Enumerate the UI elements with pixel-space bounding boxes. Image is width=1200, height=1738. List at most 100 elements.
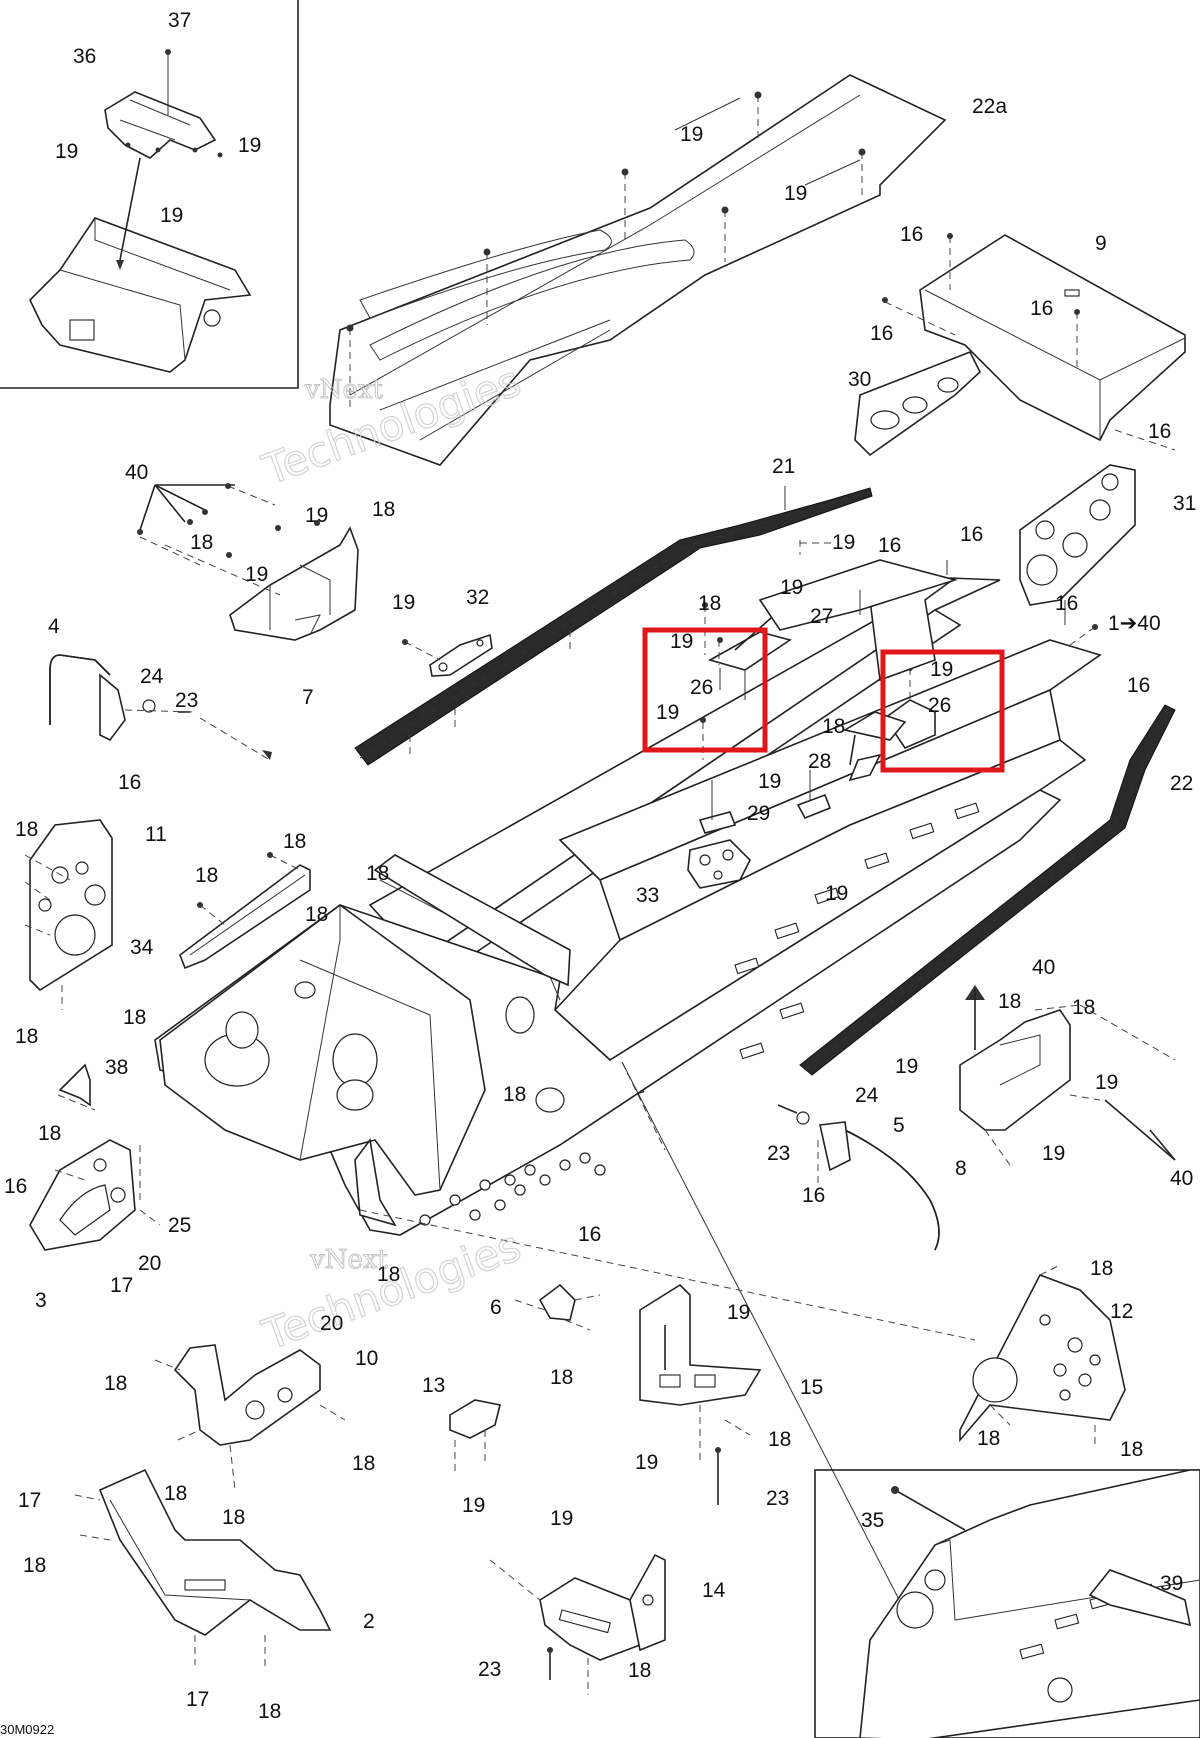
callout-16: 16 bbox=[1127, 674, 1150, 697]
callout-19: 19 bbox=[462, 1494, 485, 1517]
part-13 bbox=[449, 1399, 501, 1475]
callout-18: 18 bbox=[352, 1452, 375, 1475]
callout-19: 19 bbox=[238, 134, 261, 157]
callout-19: 19 bbox=[160, 204, 183, 227]
callout-40: 40 bbox=[1032, 956, 1055, 979]
callout-19: 19 bbox=[245, 563, 268, 586]
callout-18: 18 bbox=[1072, 996, 1095, 1019]
callout-3: 3 bbox=[35, 1289, 47, 1312]
callout-18: 18 bbox=[23, 1554, 46, 1577]
callout-19: 19 bbox=[930, 658, 953, 681]
callout-40: 40 bbox=[1170, 1167, 1193, 1190]
callout-18: 18 bbox=[123, 1006, 146, 1029]
part-6 bbox=[514, 1283, 601, 1331]
callout-8: 8 bbox=[955, 1157, 967, 1180]
part-31 bbox=[1019, 464, 1136, 606]
inset-bottom-right bbox=[814, 1469, 1200, 1738]
callout-18: 18 bbox=[998, 990, 1021, 1013]
callout-19: 19 bbox=[1042, 1142, 1065, 1165]
callout-23: 23 bbox=[175, 689, 198, 712]
callout-23: 23 bbox=[766, 1487, 789, 1510]
callout-7: 7 bbox=[302, 686, 314, 709]
part-8 bbox=[959, 1004, 1176, 1166]
callout-18: 18 bbox=[15, 1025, 38, 1048]
callout-21: 21 bbox=[772, 455, 795, 478]
callout-19: 19 bbox=[656, 701, 679, 724]
callout-10: 10 bbox=[355, 1347, 378, 1370]
callout-18: 18 bbox=[377, 1263, 400, 1286]
callout-18: 18 bbox=[372, 498, 395, 521]
callout-31: 31 bbox=[1173, 492, 1196, 515]
callout-12: 12 bbox=[1110, 1300, 1133, 1323]
callout-18: 18 bbox=[822, 715, 845, 738]
callout-19: 19 bbox=[784, 182, 807, 205]
callout-38: 38 bbox=[105, 1056, 128, 1079]
part-2 bbox=[74, 1468, 332, 1670]
callout-26: 26 bbox=[690, 676, 713, 699]
callout-6: 6 bbox=[490, 1296, 502, 1319]
watermark-text: vNext bbox=[304, 375, 383, 405]
callout-18: 18 bbox=[503, 1083, 526, 1106]
parts-29-33 bbox=[687, 770, 832, 889]
callout-16: 16 bbox=[4, 1175, 27, 1198]
diagram-code: 30M0922 bbox=[0, 1722, 54, 1737]
callout-34: 34 bbox=[130, 936, 154, 959]
callout-18: 18 bbox=[977, 1427, 1000, 1450]
callout-39: 39 bbox=[1160, 1572, 1183, 1595]
part-14 bbox=[489, 1553, 666, 1695]
rail-21 bbox=[354, 486, 873, 766]
callout-24: 24 bbox=[855, 1084, 879, 1107]
part-12 bbox=[359, 1209, 1126, 1445]
callout-18: 18 bbox=[698, 592, 721, 615]
callout-9: 9 bbox=[1095, 232, 1107, 255]
callout-labels: 37 36 19 19 19 22a 19 19 16 9 16 16 30 1… bbox=[4, 9, 1196, 1723]
callout-17: 17 bbox=[110, 1274, 133, 1297]
callout-35: 35 bbox=[861, 1509, 884, 1532]
callout-29: 29 bbox=[747, 802, 770, 825]
callout-20: 20 bbox=[138, 1252, 161, 1275]
skid-holes bbox=[419, 1152, 606, 1226]
callout-18: 18 bbox=[38, 1122, 61, 1145]
watermark-text-4: Technologies bbox=[256, 1221, 527, 1360]
callout-19: 19 bbox=[670, 630, 693, 653]
part-9 bbox=[882, 233, 1186, 451]
callout-17: 17 bbox=[18, 1489, 41, 1512]
callout-19: 19 bbox=[727, 1301, 750, 1324]
callout-25: 25 bbox=[168, 1214, 191, 1237]
callout-36: 36 bbox=[73, 45, 96, 68]
callout-19: 19 bbox=[832, 531, 855, 554]
callout-5: 5 bbox=[893, 1114, 905, 1137]
callout-18: 18 bbox=[768, 1428, 791, 1451]
callout-18: 18 bbox=[283, 830, 306, 853]
part-30 bbox=[854, 350, 981, 457]
part-11 bbox=[24, 819, 113, 1010]
callout-40: 40 bbox=[125, 461, 148, 484]
callout-19: 19 bbox=[392, 591, 415, 614]
tunnel-frame bbox=[154, 577, 1102, 1651]
callout-1-to-40: 1➔40 bbox=[1108, 612, 1161, 635]
callout-30: 30 bbox=[848, 368, 871, 391]
callout-20: 20 bbox=[320, 1312, 343, 1335]
rail-22 bbox=[799, 704, 1176, 1076]
callout-18: 18 bbox=[366, 862, 389, 885]
callout-19: 19 bbox=[825, 882, 848, 905]
highlight-box-right bbox=[880, 649, 1005, 773]
callout-17: 17 bbox=[186, 1688, 209, 1711]
callout-16: 16 bbox=[578, 1223, 601, 1246]
callout-18: 18 bbox=[305, 903, 328, 926]
cover-22a bbox=[329, 74, 947, 466]
callout-37: 37 bbox=[168, 9, 191, 32]
callout-18: 18 bbox=[550, 1366, 573, 1389]
callout-11: 11 bbox=[145, 823, 167, 846]
callout-19: 19 bbox=[758, 770, 781, 793]
callout-19: 19 bbox=[780, 576, 803, 599]
callout-18: 18 bbox=[1090, 1257, 1113, 1280]
callout-19: 19 bbox=[550, 1507, 573, 1530]
callout-18: 18 bbox=[258, 1700, 281, 1723]
callout-18: 18 bbox=[15, 818, 38, 841]
callout-18: 18 bbox=[222, 1506, 245, 1529]
callout-23: 23 bbox=[478, 1658, 501, 1681]
callout-19: 19 bbox=[895, 1055, 918, 1078]
callout-22: 22 bbox=[1170, 772, 1193, 795]
